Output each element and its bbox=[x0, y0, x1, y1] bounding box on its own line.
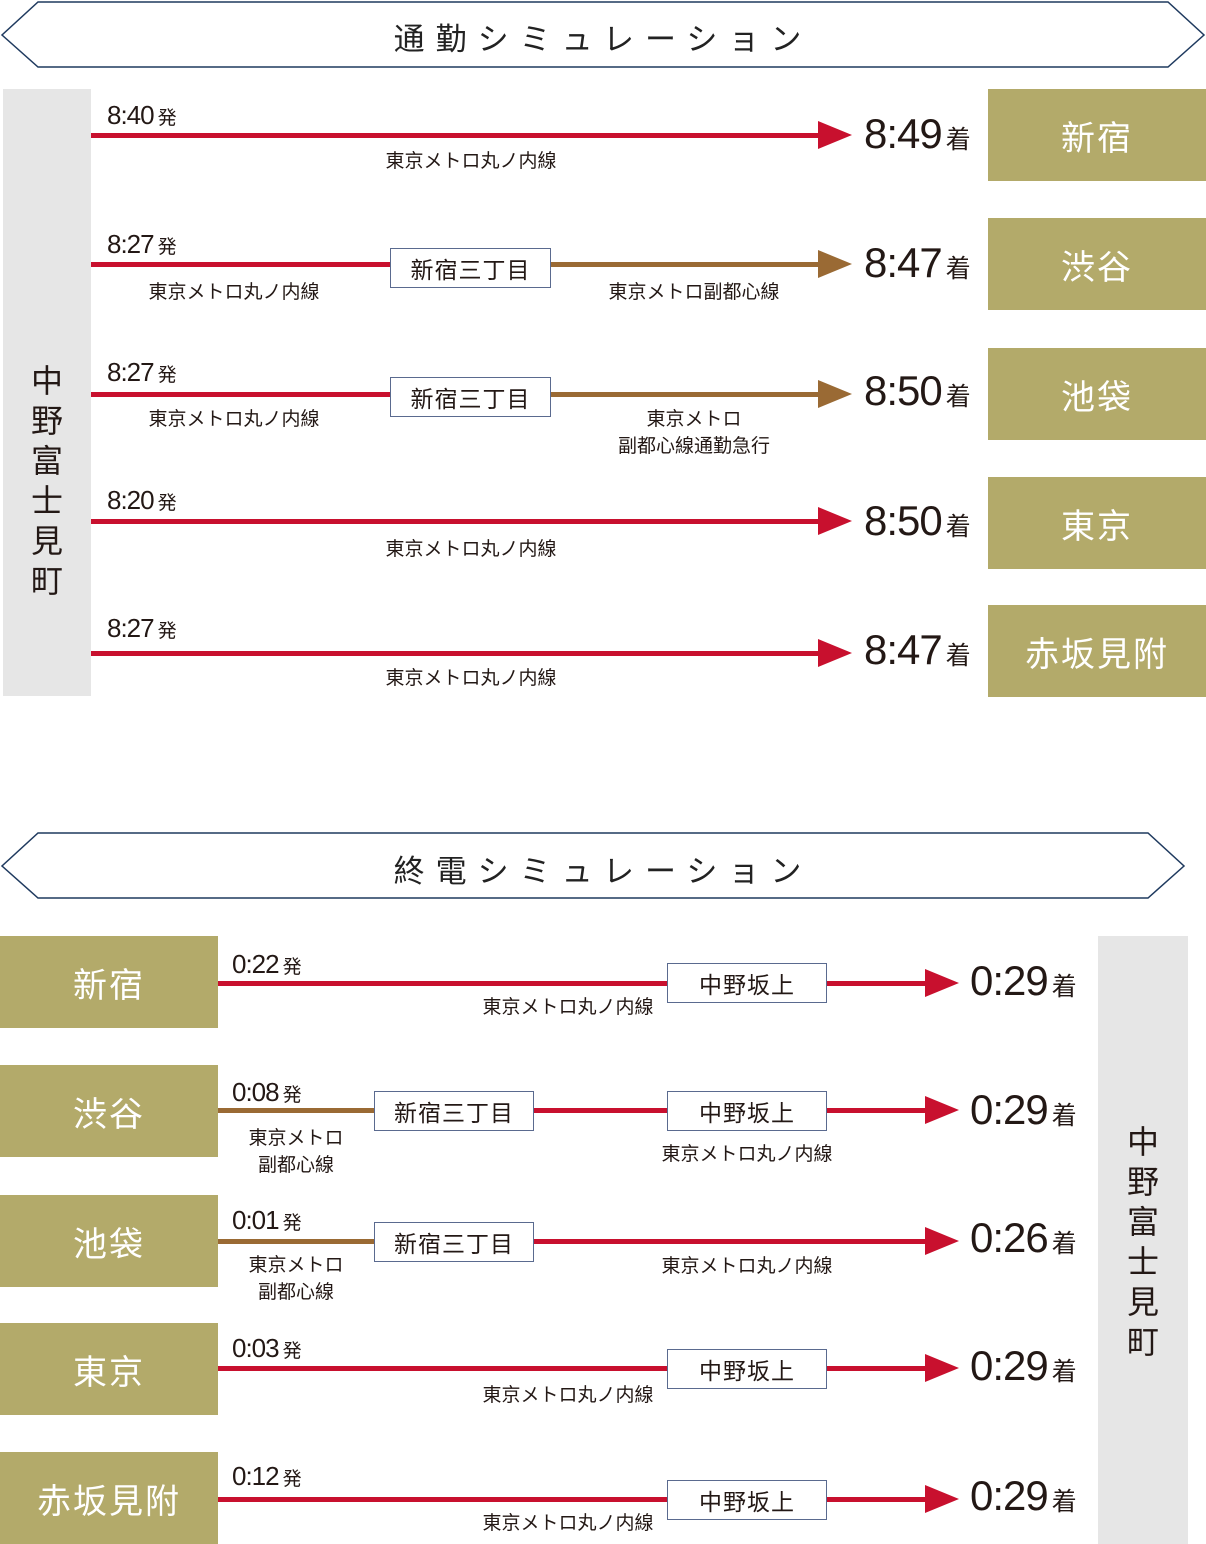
line-label: 東京メトロ 副都心線 bbox=[248, 1127, 344, 1176]
arrow-head bbox=[818, 507, 852, 535]
transfer-station: 新宿三丁目 bbox=[390, 248, 551, 288]
arrow-head bbox=[818, 639, 852, 667]
line-label: 東京メトロ丸ノ内線 bbox=[385, 538, 557, 560]
transfer-station: 中野坂上 bbox=[667, 1349, 827, 1389]
marunouchi-line bbox=[218, 981, 668, 986]
origin-char: 町 bbox=[30, 562, 63, 600]
origin-char: 見 bbox=[30, 522, 63, 560]
marunouchi-line bbox=[826, 1497, 930, 1502]
marunouchi-line bbox=[826, 1108, 930, 1113]
marunouchi-line bbox=[91, 392, 391, 397]
line-label: 東京メトロ 副都心線 bbox=[248, 1254, 344, 1303]
transfer-station: 中野坂上 bbox=[667, 963, 827, 1003]
marunouchi-line bbox=[91, 262, 391, 267]
marunouchi-line bbox=[91, 519, 823, 524]
line-label: 東京メトロ丸ノ内線 bbox=[661, 1255, 833, 1277]
station-char: 士 bbox=[1126, 1243, 1159, 1281]
transfer-station: 新宿三丁目 bbox=[374, 1091, 534, 1131]
fukutoshin-line bbox=[550, 262, 823, 267]
marunouchi-line bbox=[218, 1497, 668, 1502]
marunouchi-line bbox=[826, 981, 930, 986]
marunouchi-line bbox=[826, 1366, 930, 1371]
arrow-head bbox=[818, 121, 852, 149]
origin-station: 渋谷 bbox=[0, 1065, 218, 1157]
origin-char: 士 bbox=[30, 482, 63, 520]
arrow-head bbox=[925, 1227, 959, 1255]
line-label: 東京メトロ丸ノ内線 bbox=[661, 1143, 833, 1165]
origin-station: 赤坂見附 bbox=[0, 1452, 218, 1544]
line-label: 東京メトロ丸ノ内線 bbox=[385, 150, 557, 172]
commute-origin-station: 中 野 富 士 見 町 bbox=[3, 89, 91, 696]
lasttrain-destination-station: 中 野 富 士 見 町 bbox=[1098, 936, 1188, 1544]
line-label: 東京メトロ丸ノ内線 bbox=[482, 1384, 654, 1406]
line-label: 東京メトロ丸ノ内線 bbox=[482, 996, 654, 1018]
fukutoshin-line bbox=[550, 392, 823, 397]
line-label: 東京メトロ丸ノ内線 bbox=[148, 408, 320, 430]
line-label: 東京メトロ丸ノ内線 bbox=[148, 281, 320, 303]
origin-char: 中 bbox=[30, 362, 63, 400]
commute-title: 通勤シミュレーション bbox=[393, 22, 813, 58]
transfer-station: 新宿三丁目 bbox=[374, 1222, 534, 1262]
destination-station: 渋谷 bbox=[988, 218, 1206, 310]
arrow-head bbox=[818, 380, 852, 408]
destination-station: 新宿 bbox=[988, 89, 1206, 181]
fukutoshin-line bbox=[218, 1108, 376, 1113]
transfer-station: 新宿三丁目 bbox=[390, 377, 551, 417]
marunouchi-line bbox=[533, 1239, 930, 1244]
line-label: 東京メトロ副都心線 bbox=[608, 281, 780, 303]
transfer-station: 中野坂上 bbox=[667, 1480, 827, 1520]
arrow-head bbox=[925, 1096, 959, 1124]
origin-station: 東京 bbox=[0, 1323, 218, 1415]
line-label: 東京メトロ丸ノ内線 bbox=[385, 667, 557, 689]
lasttrain-banner-frame bbox=[0, 832, 1186, 899]
commute-banner-frame bbox=[0, 1, 1206, 68]
line-label: 東京メトロ 副都心線通勤急行 bbox=[617, 408, 770, 457]
destination-station: 赤坂見附 bbox=[988, 605, 1206, 697]
origin-station: 池袋 bbox=[0, 1195, 218, 1287]
station-char: 富 bbox=[1126, 1203, 1159, 1241]
marunouchi-line bbox=[91, 133, 823, 138]
station-char: 中 bbox=[1126, 1123, 1159, 1161]
destination-station: 池袋 bbox=[988, 348, 1206, 440]
marunouchi-line bbox=[218, 1366, 668, 1371]
marunouchi-line bbox=[91, 651, 823, 656]
destination-station: 東京 bbox=[988, 477, 1206, 569]
origin-char: 野 bbox=[30, 402, 63, 440]
station-char: 野 bbox=[1126, 1163, 1159, 1201]
station-char: 見 bbox=[1126, 1283, 1159, 1321]
arrow-head bbox=[925, 1485, 959, 1513]
arrow-head bbox=[925, 1354, 959, 1382]
origin-char: 富 bbox=[30, 442, 63, 480]
arrow-head bbox=[818, 250, 852, 278]
station-char: 町 bbox=[1126, 1323, 1159, 1361]
fukutoshin-line bbox=[218, 1239, 376, 1244]
origin-station: 新宿 bbox=[0, 936, 218, 1028]
marunouchi-line bbox=[533, 1108, 668, 1113]
line-label: 東京メトロ丸ノ内線 bbox=[482, 1512, 654, 1534]
transfer-station: 中野坂上 bbox=[667, 1091, 827, 1131]
lasttrain-title: 終電シミュレーション bbox=[393, 854, 813, 890]
arrow-head bbox=[925, 969, 959, 997]
